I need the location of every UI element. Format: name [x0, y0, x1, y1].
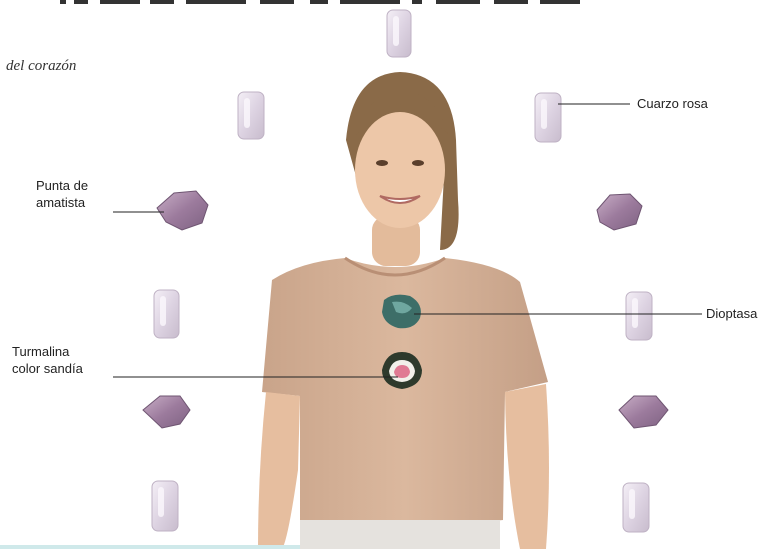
watermelon-tourmaline-stone — [382, 352, 422, 389]
left-arm — [258, 392, 300, 549]
rose-quartz-crystal-bottom-left — [152, 481, 178, 531]
rose-quartz-crystal-upper-right — [535, 93, 561, 142]
amethyst-point-lower-right — [619, 396, 668, 428]
amethyst-point-upper-right — [597, 194, 642, 230]
trousers — [300, 520, 500, 549]
rose-quartz-crystal-mid-left — [154, 290, 179, 338]
bottom-accent-bar — [0, 545, 300, 549]
rose-quartz-crystal-top — [387, 10, 411, 57]
amethyst-point-upper-left — [157, 191, 208, 230]
face — [355, 112, 445, 228]
label-punta-amatista-line2: amatista — [36, 194, 85, 211]
label-punta-amatista-line1: Punta de — [36, 177, 88, 194]
rose-quartz-crystal-upper-left — [238, 92, 264, 139]
label-turmalina-line2: color sandía — [12, 360, 83, 377]
rose-quartz-crystal-mid-right — [626, 292, 652, 340]
label-turmalina-line1: Turmalina — [12, 343, 69, 360]
label-dioptasa: Dioptasa — [706, 305, 757, 322]
right-arm — [505, 384, 549, 549]
rose-quartz-crystal-bottom-right — [623, 483, 649, 532]
label-cuarzo-rosa: Cuarzo rosa — [637, 95, 708, 112]
amethyst-point-lower-left — [143, 396, 190, 428]
